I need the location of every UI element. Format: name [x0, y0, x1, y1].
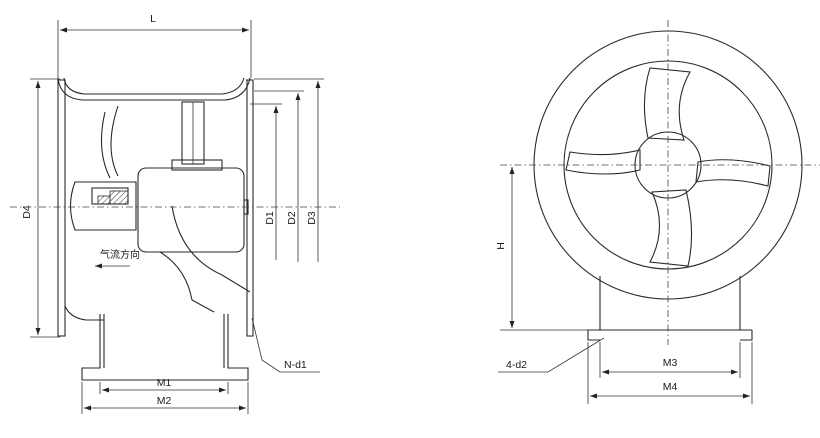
airflow-label: 气流方向	[100, 248, 140, 261]
dimension-D3: D3	[254, 78, 324, 262]
dimension-D1: D1	[250, 103, 282, 260]
dimension-M3: M3	[599, 342, 741, 378]
blade-curve-lower	[171, 205, 251, 293]
label-D2: D2	[286, 211, 298, 225]
inlet-flange	[57, 79, 66, 337]
label-H: H	[495, 242, 507, 250]
label-M2: M2	[157, 395, 172, 407]
impeller-blades	[565, 67, 771, 267]
label-L: L	[150, 13, 156, 25]
blade-curve-upper	[100, 111, 111, 179]
blade-bottom	[649, 189, 693, 267]
label-N-d1: N-d1	[284, 359, 307, 371]
dimension-D4: D4	[21, 78, 60, 338]
blade-top	[643, 67, 691, 141]
callout-4-d2: 4-d2	[498, 337, 605, 373]
label-M3: M3	[663, 357, 678, 369]
label-4-d2: 4-d2	[506, 359, 527, 371]
motor-body	[137, 167, 245, 253]
bell-mouth-outer	[57, 77, 251, 101]
dimension-M1: M1	[99, 377, 229, 394]
support-legs	[81, 314, 249, 381]
label-M1: M1	[157, 377, 172, 389]
impeller-hub	[69, 181, 137, 231]
dimension-L: L	[57, 13, 252, 78]
dimension-M2: M2	[81, 382, 249, 414]
dimension-D2: D2	[254, 90, 304, 262]
label-D1: D1	[264, 211, 276, 225]
label-M4: M4	[663, 381, 678, 393]
bell-mouth-inner	[63, 77, 245, 95]
blade-left	[565, 149, 641, 175]
front-view: H 4-d2 M3 M4	[495, 20, 820, 404]
label-D4: D4	[21, 205, 33, 219]
callout-N-d1: N-d1	[251, 317, 320, 373]
dimension-M4: M4	[587, 342, 753, 404]
blade-right	[695, 159, 771, 187]
label-D3: D3	[306, 211, 318, 225]
side-view: L D4	[10, 13, 340, 414]
dimension-H: H	[495, 167, 588, 331]
